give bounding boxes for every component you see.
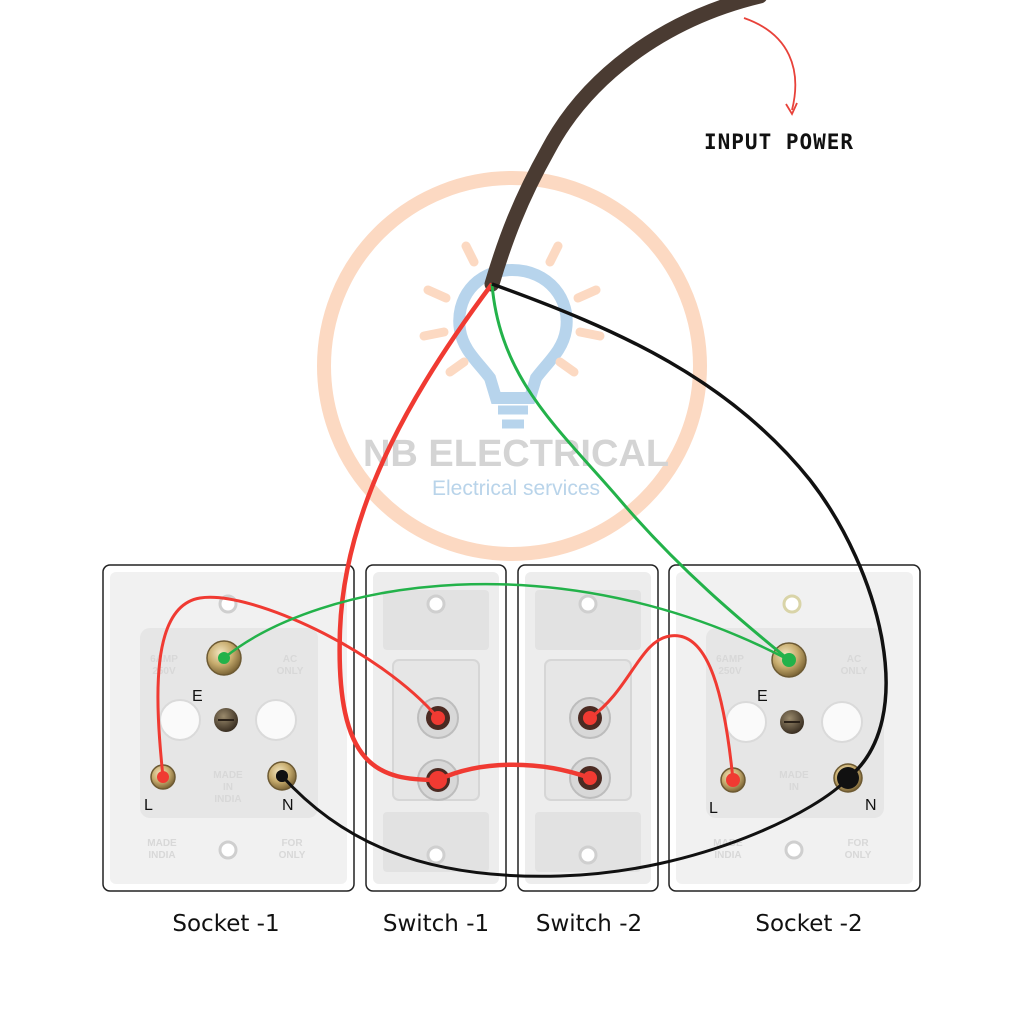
- input-power-cable: [484, 0, 767, 292]
- watermark-title: NB ELECTRICAL: [363, 433, 669, 475]
- svg-text:AC: AC: [847, 654, 861, 665]
- watermark-ring: [317, 171, 707, 561]
- socket-2-live-label: L: [709, 800, 718, 817]
- switch-2-label: Switch -2: [536, 911, 642, 937]
- socket-hole: [159, 699, 201, 741]
- mounting-hole: [784, 840, 804, 860]
- neutral-wire-link: [280, 774, 850, 878]
- svg-text:MADE: MADE: [213, 770, 243, 781]
- svg-text:INDIA: INDIA: [148, 850, 175, 861]
- connection-dot: [782, 653, 796, 667]
- connection-dot: [276, 770, 288, 782]
- connection-dot: [218, 652, 230, 664]
- svg-text:6AMP: 6AMP: [150, 654, 178, 665]
- socket-1-earth-label: E: [192, 688, 203, 705]
- watermark-subtitle: Electrical services: [432, 477, 600, 500]
- connection-dot: [431, 711, 445, 725]
- earth-wire-main: [490, 283, 790, 662]
- watermark: NB ELECTRICAL Electrical services: [317, 171, 707, 561]
- svg-text:IN: IN: [789, 782, 799, 793]
- svg-text:MADE: MADE: [779, 770, 809, 781]
- svg-text:AC: AC: [283, 654, 297, 665]
- socket-2-label: Socket -2: [755, 911, 862, 937]
- socket-2-neutral-label: N: [865, 797, 877, 814]
- live-wire-socket-2: [589, 634, 735, 781]
- mounting-hole: [782, 594, 802, 614]
- mounting-hole: [578, 594, 598, 614]
- socket-1-label: Socket -1: [172, 911, 279, 937]
- svg-text:ONLY: ONLY: [841, 666, 868, 677]
- live-wire-switch-link: [437, 762, 591, 783]
- socket-1-neutral-label: N: [282, 797, 294, 814]
- connection-dot: [429, 771, 447, 789]
- svg-text:ONLY: ONLY: [845, 850, 872, 861]
- connection-dot: [726, 773, 740, 787]
- svg-text:FOR: FOR: [281, 838, 303, 849]
- connection-dot: [837, 767, 859, 789]
- input-power-label: INPUT POWER: [704, 130, 854, 154]
- mounting-hole: [426, 845, 446, 865]
- input-arrow: [743, 17, 798, 116]
- switch-1-body: [373, 572, 499, 884]
- live-wire-socket-1: [156, 595, 440, 778]
- socket-hole: [725, 701, 767, 743]
- socket-1-live-label: L: [144, 797, 153, 814]
- socket-2-plate: 6AMP 250V AC ONLY MADE IN MADE INDIA FOR…: [676, 572, 913, 884]
- socket-1-plate: 6AMP 250V AC ONLY MADE IN INDIA MADE IND…: [110, 572, 347, 884]
- live-wire-main: [337, 282, 494, 783]
- svg-text:6AMP: 6AMP: [716, 654, 744, 665]
- svg-text:IN: IN: [223, 782, 233, 793]
- svg-text:MADE: MADE: [147, 838, 177, 849]
- socket-hole: [255, 699, 297, 741]
- mounting-hole: [426, 594, 446, 614]
- socket-2-earth-label: E: [757, 688, 768, 705]
- svg-text:INDIA: INDIA: [214, 794, 241, 805]
- mounting-hole: [578, 845, 598, 865]
- mounting-hole: [218, 840, 238, 860]
- wiring: [156, 282, 888, 878]
- svg-text:FOR: FOR: [847, 838, 869, 849]
- connection-dot: [157, 771, 169, 783]
- earth-wire-link: [223, 582, 790, 662]
- switch-2-body: [525, 572, 651, 884]
- connection-dot: [583, 711, 597, 725]
- neutral-wire-main: [491, 282, 888, 780]
- svg-text:250V: 250V: [718, 666, 742, 677]
- connection-dot: [583, 771, 597, 785]
- lightbulb-icon: [419, 241, 605, 429]
- socket-hole: [821, 701, 863, 743]
- svg-text:ONLY: ONLY: [277, 666, 304, 677]
- svg-text:250V: 250V: [152, 666, 176, 677]
- svg-text:INDIA: INDIA: [714, 850, 741, 861]
- switch-1-label: Switch -1: [383, 911, 489, 937]
- svg-text:ONLY: ONLY: [279, 850, 306, 861]
